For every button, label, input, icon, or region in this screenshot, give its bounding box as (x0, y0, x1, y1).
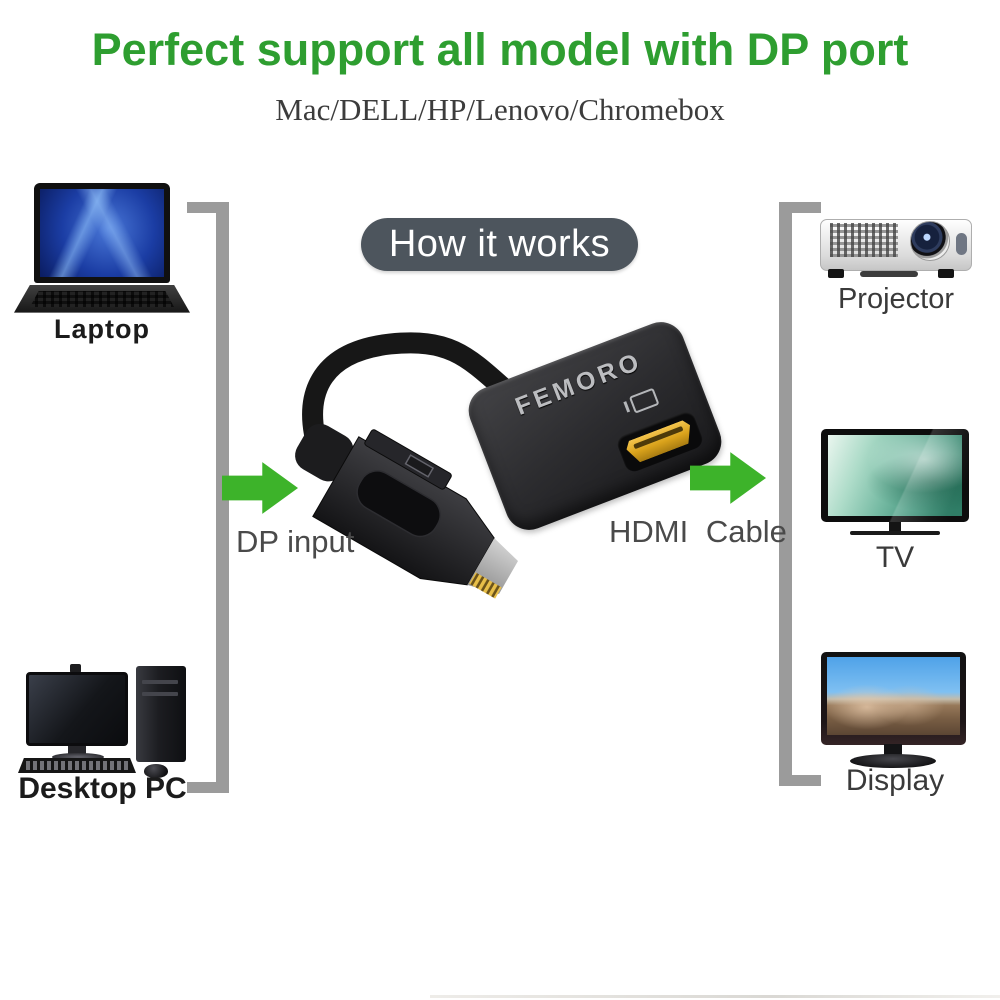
right-bracket-bar (779, 202, 792, 786)
left-bracket-bottom-arm (187, 782, 229, 793)
display-stand-base (850, 754, 936, 768)
desktop-monitor-base (52, 753, 104, 761)
hdmi-adapter-body: FEMORO (461, 315, 729, 537)
hdmi-cable-label: HDMI Cable (609, 514, 787, 549)
tv-screen (828, 435, 962, 516)
display-image (820, 652, 968, 770)
page-title: Perfect support all model with DP port (91, 24, 909, 75)
laptop-label: Laptop (54, 314, 150, 344)
arrow-right-icon (222, 462, 298, 514)
tower-drive-slot (142, 692, 178, 696)
hdmi-port-recess (614, 409, 706, 475)
projector-shadow (860, 271, 918, 277)
subtitle: Mac/DELL/HP/Lenovo/Chromebox (275, 92, 725, 127)
projector-image (818, 213, 974, 283)
projector-foot (828, 269, 844, 278)
projector-label: Projector (837, 283, 955, 315)
banner-label: How it works (388, 223, 611, 265)
projector-button (956, 233, 967, 255)
how-it-works-banner: How it works (361, 218, 638, 271)
desktop-pc-label: Desktop PC (18, 772, 187, 805)
right-bracket-bottom-arm (779, 775, 821, 786)
dp-input-label: DP input (236, 524, 355, 559)
laptop-screen-content (40, 189, 164, 277)
display-label: Display (845, 764, 945, 797)
desktop-pc-image (18, 658, 186, 778)
projector-grille (830, 223, 898, 257)
tv-bezel (821, 429, 969, 522)
desktop-keyboard-keys (26, 761, 128, 770)
tower-drive-slot (142, 680, 178, 684)
tv-stand-bar (850, 531, 940, 535)
tv-label: TV (875, 541, 915, 574)
display-icon (628, 387, 660, 414)
tv-image (820, 429, 970, 541)
bottom-edge-artifact (430, 995, 1000, 998)
laptop-keyboard (30, 291, 174, 307)
hdmi-port (624, 418, 696, 465)
left-bracket-top-arm (187, 202, 229, 213)
desktop-webcam (70, 664, 81, 673)
desktop-keyboard (18, 758, 136, 773)
desktop-tower (136, 666, 186, 762)
display-bezel (821, 652, 966, 745)
projector-lens (910, 221, 950, 261)
desktop-monitor-neck (68, 746, 86, 754)
tv-stand-neck (889, 522, 901, 531)
desktop-monitor (26, 672, 128, 746)
projector-foot (938, 269, 954, 278)
laptop-screen (34, 183, 170, 283)
desktop-mouse (144, 764, 168, 778)
right-bracket-top-arm (779, 202, 821, 213)
laptop-image (14, 183, 190, 315)
display-screen (827, 657, 960, 735)
display-stand-neck (884, 744, 902, 755)
